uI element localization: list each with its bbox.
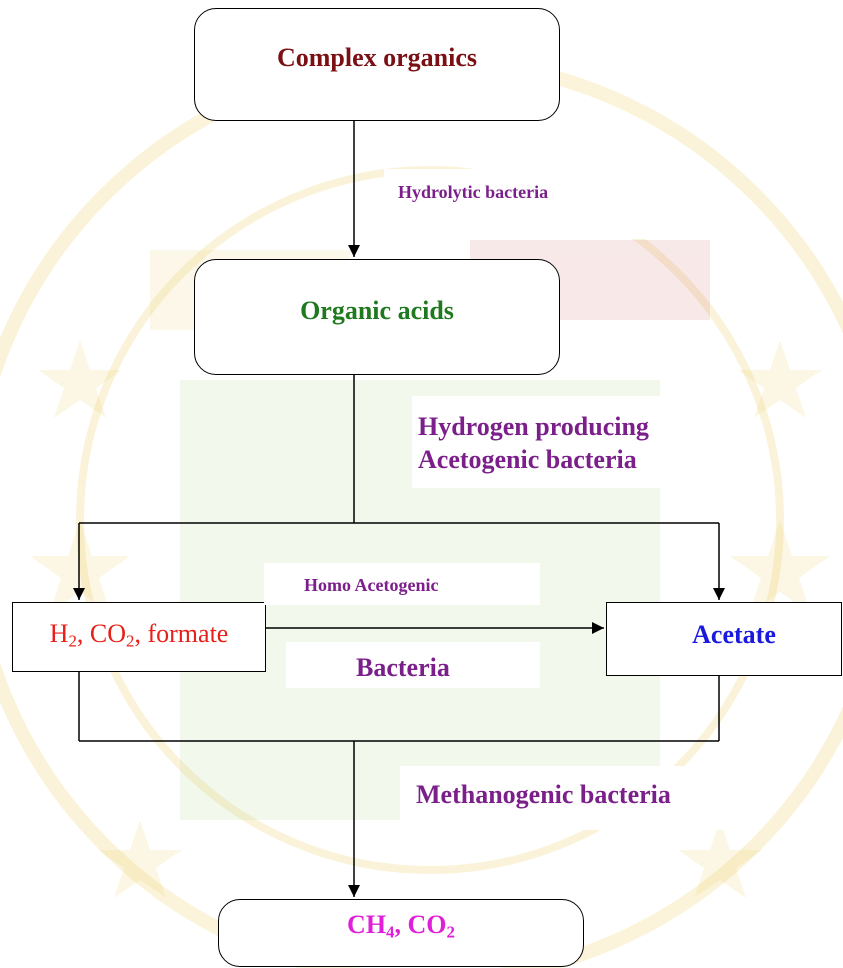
ch4-co2-node: CH4, CO2 [218,899,584,967]
hydrogen-producing-label: Hydrogen producing Acetogenic bacteria [412,396,712,488]
hydrolytic-bacteria-label: Hydrolytic bacteria [384,169,674,239]
hydrogen-producing-line2: Acetogenic bacteria [418,445,637,474]
organic-acids-node: Organic acids [194,259,560,375]
complex-organics-label: Complex organics [276,42,478,72]
hydrogen-producing-line1: Hydrogen producing [418,412,649,441]
methanogenic-bacteria-label: Methanogenic bacteria [400,766,750,830]
h2-co2-formate-node: H2, CO2, formate [12,602,266,672]
acetate-label: Acetate [692,620,776,649]
homo-acetogenic-label: Homo Acetogenic [264,563,540,605]
organic-acids-label: Organic acids [300,296,454,325]
h2-co2-formate-label: H2, CO2, formate [49,619,229,651]
acetate-node: Acetate [606,602,842,676]
bacteria-label: Bacteria [286,642,540,688]
complex-organics-node: Complex organics [194,8,560,121]
ch4-co2-label: CH4, CO2 [347,910,455,942]
